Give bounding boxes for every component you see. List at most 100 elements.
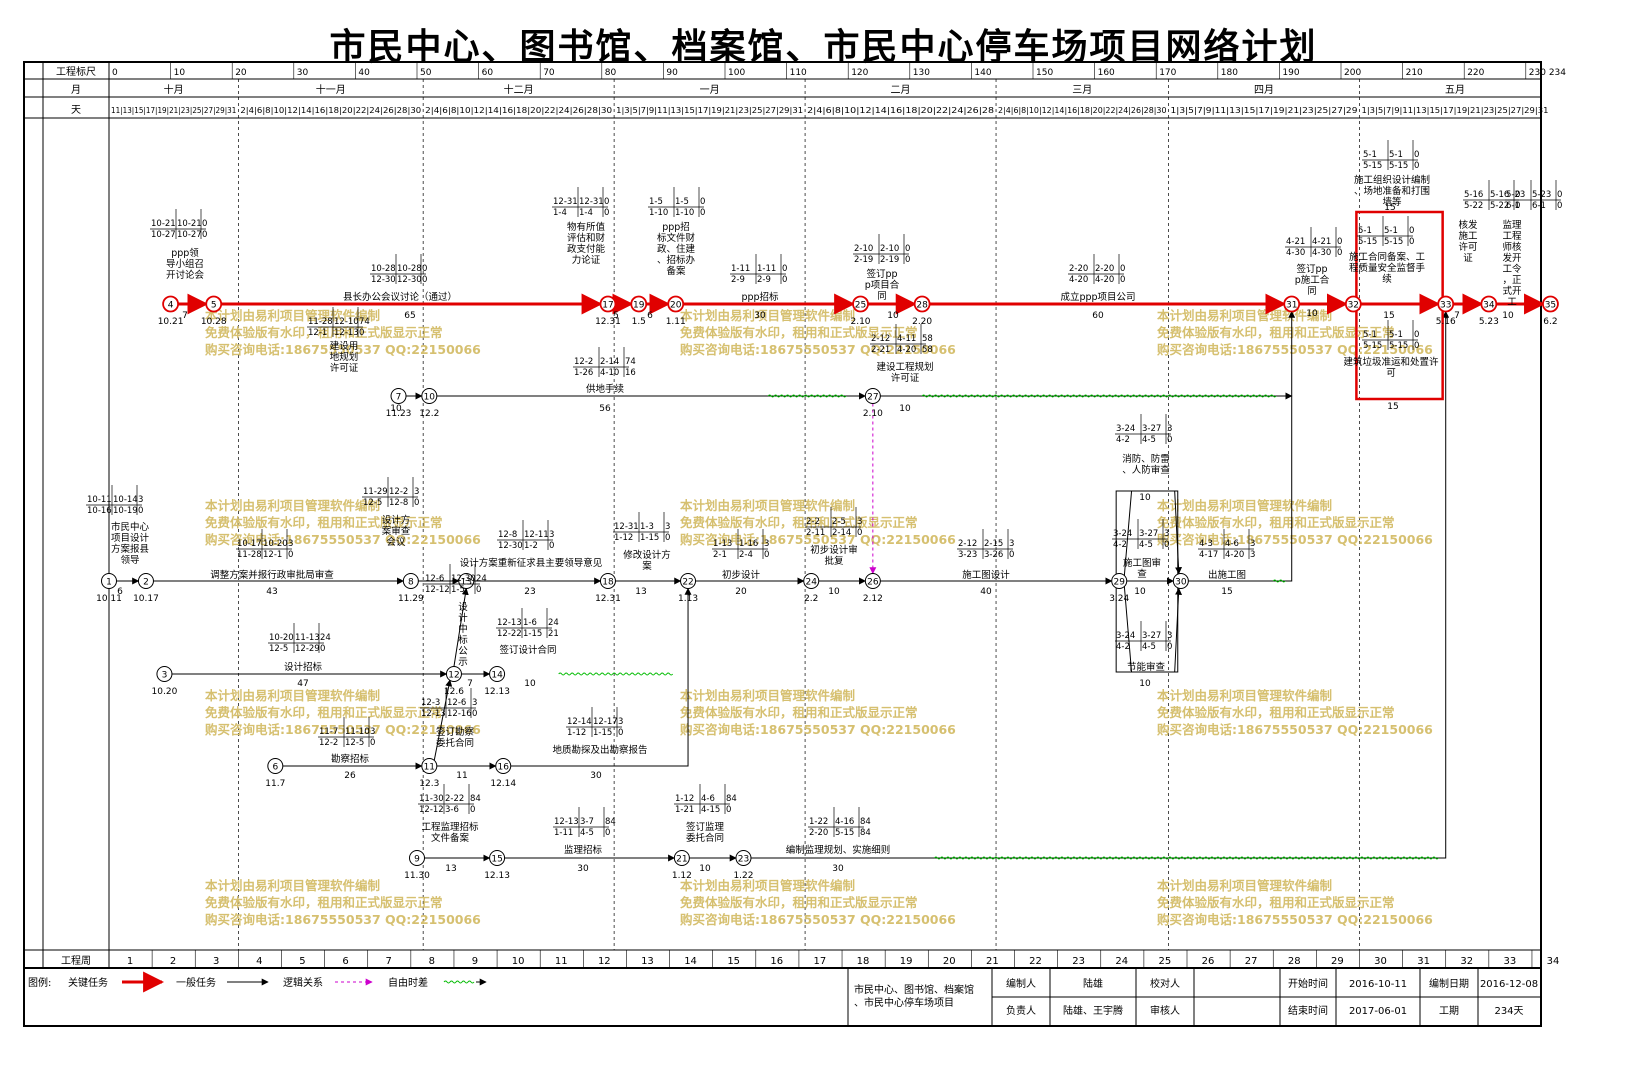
activity-duration: 10 [1306, 309, 1318, 319]
time-tf: 84 [860, 817, 871, 827]
week-label: 19 [900, 956, 913, 967]
footer-project: 市民中心、图书馆、档案馆 [854, 983, 974, 996]
time-lf: 4-5 [1142, 642, 1156, 652]
week-label: 23 [1072, 956, 1085, 967]
day-labels: 2|4|6|8|10|12|14|16|18|20|22|24|26|28|30 [998, 105, 1166, 115]
node-10 [421, 388, 438, 404]
time-tf: 3 [472, 698, 477, 708]
activity-duration: 10 [1502, 311, 1514, 321]
month-label: 四月 [1254, 84, 1274, 96]
activity-duration: 10 [390, 404, 402, 414]
activity-name: 许可证 [330, 362, 359, 374]
watermark-text: 免费体验版有水印，租用和正式版显示正常 [680, 705, 918, 720]
time-es: 1-12 [675, 794, 694, 804]
node-date: 11.7 [265, 779, 285, 789]
time-ff: 0 [476, 585, 481, 595]
day-labels: 1|3|5|7|9|11|13|15|17|19|21|23|25|27|29|… [616, 105, 803, 115]
time-lf: 4-30 [1312, 248, 1331, 258]
week-label: 31 [1417, 956, 1430, 967]
time-ef: 2-9 [731, 275, 745, 285]
node-9 [409, 850, 425, 866]
scale-tick-label: 80 [605, 68, 617, 78]
week-label: 17 [814, 956, 827, 967]
node-date: 1.13 [678, 594, 698, 604]
activity-name: 签订勘察 [436, 726, 475, 738]
watermark-text: 本计划由易利项目管理软件编制 [1157, 498, 1332, 513]
activity-name: 标文件财 [657, 232, 696, 244]
activity-name: 项目设计 [111, 532, 150, 544]
activity-name: 工程 [1502, 231, 1522, 242]
week-label: 15 [727, 956, 740, 967]
node-27 [864, 388, 881, 404]
time-es: 3-24 [1116, 424, 1135, 434]
week-label: 9 [472, 956, 478, 967]
time-lf: 5-22 [1490, 201, 1509, 211]
activity-name: 墙等 [1382, 196, 1402, 208]
time-lf: 4-10 [600, 368, 619, 378]
day-labels: 1|3|5|7|9|11|13|15|17|19|21|23|25|27|29|… [1361, 105, 1548, 115]
time-ff: 0 [202, 230, 207, 240]
time-es: 5-1 [1363, 330, 1377, 340]
time-ls: 12-30 [451, 574, 476, 584]
time-tf: 24 [320, 633, 331, 643]
node-label: 27 [867, 393, 878, 403]
activity-name: 许可证 [891, 372, 920, 384]
node-label: 4 [168, 301, 174, 311]
time-ff: 0 [414, 498, 419, 508]
node-6 [267, 758, 284, 774]
watermark-text: 本计划由易利项目管理软件编制 [205, 878, 380, 893]
activity-duration: 30 [754, 311, 766, 321]
watermark-text: 免费体验版有水印，租用和正式版显示正常 [1157, 705, 1395, 720]
time-ef: 12-30 [498, 541, 523, 551]
time-lf: 4-5 [580, 828, 594, 838]
node-label: 17 [602, 301, 613, 311]
node-34 [1480, 295, 1498, 313]
time-ff: 0 [726, 805, 731, 815]
time-tf: 24 [548, 618, 559, 628]
activity-name: p施工合 [1295, 274, 1330, 286]
time-ef: 4-30 [1286, 248, 1305, 258]
time-es: 5-23 [1506, 190, 1525, 200]
time-es: 10-21 [151, 219, 176, 229]
week-label: 8 [429, 956, 435, 967]
activity-name: 力论证 [572, 254, 601, 266]
node-19 [630, 295, 648, 313]
activity-name: 工程监理招标 [421, 821, 479, 833]
node-label: 26 [867, 578, 879, 588]
watermark-text: 免费体验版有水印，租用和正式版显示正常 [205, 325, 443, 340]
arrow-23-33 [750, 310, 1450, 859]
scale-tick-label: 170 [1159, 68, 1176, 78]
node-35 [1542, 295, 1559, 313]
activity-duration: 10 [899, 404, 911, 414]
time-lf: 5-15 [1389, 341, 1408, 351]
activity-name: 续 [1382, 273, 1392, 285]
time-tf: 3 [138, 495, 143, 505]
activity-name: 文件备案 [431, 832, 470, 844]
time-es: 2-12 [871, 334, 890, 344]
time-es: 1-13 [713, 539, 732, 549]
activity-name: 监理招标 [564, 844, 603, 856]
time-ef: 3-23 [958, 550, 977, 560]
node-date: 12.6 [444, 687, 464, 697]
activity-duration: 6 [117, 587, 123, 597]
activity-name: 建筑垃圾准运和处置许 [1343, 356, 1439, 368]
activity-name: p项目合 [865, 279, 900, 291]
node-date: 6.2 [1543, 317, 1557, 327]
activity-name: 签订pp [866, 268, 897, 280]
node-label: 9 [414, 855, 420, 865]
day-labels: 2|4|6|8|10|12|14|16|18|20|22|24|26|28|30 [425, 105, 612, 115]
week-label: 30 [1374, 956, 1387, 967]
week-label: 3 [213, 956, 219, 967]
time-ls: 1-3 [640, 522, 654, 532]
time-ff: 0 [1515, 201, 1520, 211]
time-ef: 5-15 [1363, 341, 1382, 351]
node-date: 12.31 [595, 594, 621, 604]
time-es: 11-30 [419, 794, 444, 804]
node-label: 8 [408, 578, 414, 588]
time-es: 2-12 [958, 539, 977, 549]
node-label: 32 [1348, 301, 1359, 311]
time-ef: 12-2 [319, 738, 338, 748]
time-tf: 3 [414, 487, 419, 497]
activity-duration: 7 [467, 679, 473, 689]
activity-name: 施工合同备案、工 [1349, 251, 1426, 263]
